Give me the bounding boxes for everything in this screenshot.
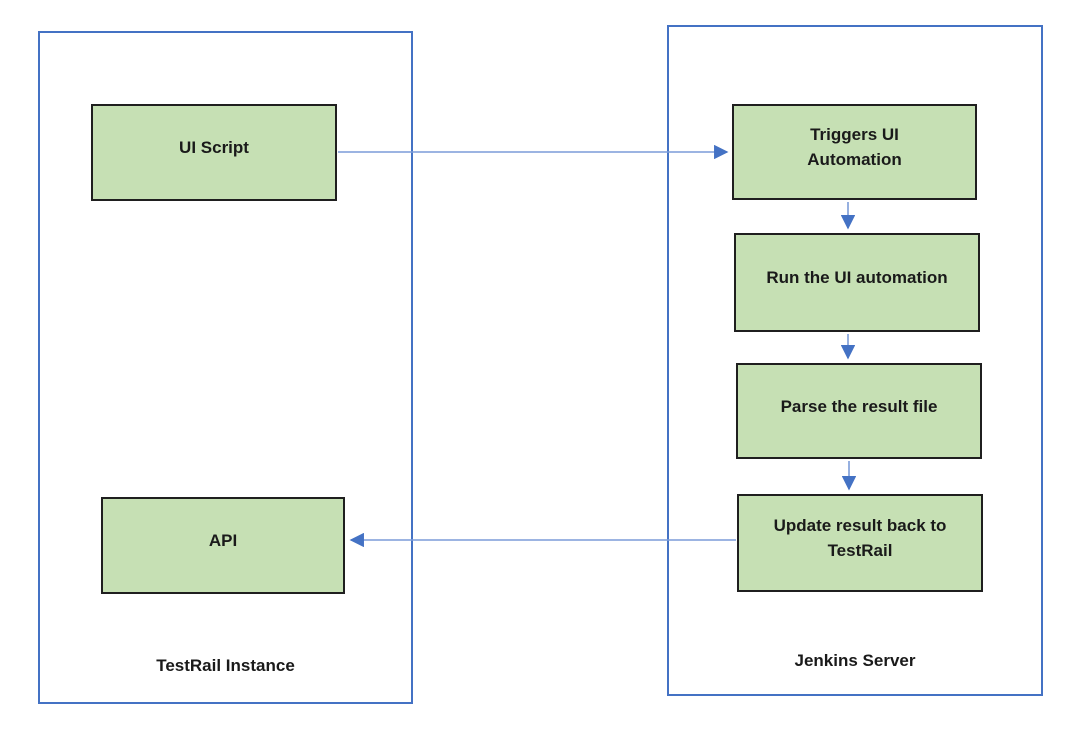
node-triggers-ui-automation: Triggers UI Automation <box>732 104 977 200</box>
jenkins-server-label: Jenkins Server <box>794 651 916 670</box>
testrail-instance-container <box>38 31 413 704</box>
testrail-instance-label: TestRail Instance <box>156 656 295 675</box>
jenkins-server-container <box>667 25 1043 696</box>
node-run-ui-automation: Run the UI automation <box>734 233 980 332</box>
node-parse-result-file: Parse the result file <box>736 363 982 459</box>
node-update-result-testrail: Update result back to TestRail <box>737 494 983 592</box>
node-ui-script: UI Script <box>91 104 337 201</box>
node-api: API <box>101 497 345 594</box>
